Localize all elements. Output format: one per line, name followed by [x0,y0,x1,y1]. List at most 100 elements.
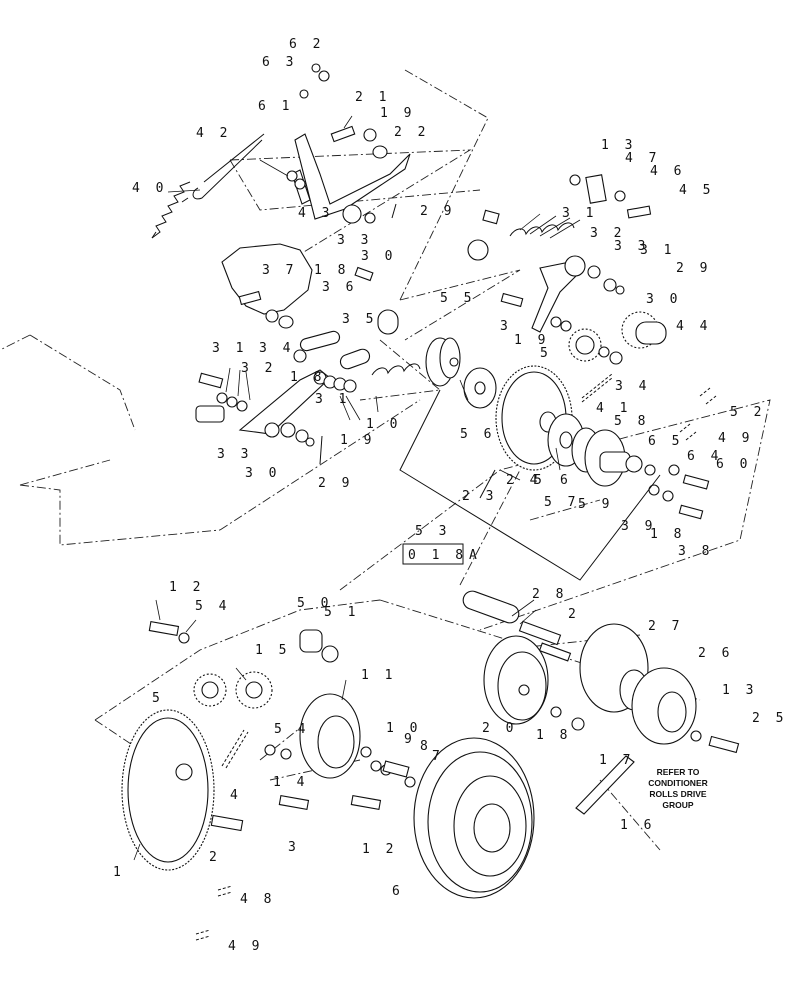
label-11: 1 1 [361,668,396,683]
label-52: 5 2 [730,405,765,420]
shield-guard [221,243,374,329]
label-37: 3 7 [262,263,297,278]
label-42: 4 2 [196,126,231,141]
label-26: 2 6 [698,646,733,661]
bolt-25-washer-13 [690,730,740,754]
label-41: 4 1 [596,401,631,416]
label-19-left: 1 9 [340,433,375,448]
shaft-28-key-2 [462,590,572,662]
label-15: 1 5 [255,643,290,658]
label-31-left: 3 1 [212,341,247,356]
label-35: 3 5 [342,312,377,327]
small-sprockets-15-5 [193,671,273,709]
note-line-1: REFER TO [657,767,700,777]
label-6-center: 6 [560,473,572,488]
label-19: 1 9 [380,106,415,121]
label-62: 6 2 [289,37,324,52]
label-10-top: 1 0 [366,417,401,432]
label-12-left: 1 2 [169,580,204,595]
hub-26 [631,667,697,745]
label-32-right: 3 2 [590,226,625,241]
pulley-20 [483,635,549,725]
chain-links-48-49 [195,885,233,941]
label-31-right: 3 1 [640,243,675,258]
label-29-right: 2 9 [676,261,711,276]
label-34-left: 3 4 [259,341,294,356]
hub-11 [299,693,416,788]
label-33-right: 3 3 [614,239,649,254]
label-59: 5 9 [578,497,613,512]
label-16: 1 6 [620,818,655,833]
leader-lines [133,115,581,861]
label-32-left: 3 2 [241,361,276,376]
label-5-center: 5 [534,473,546,488]
label-24: 2 4 [506,473,541,488]
label-31-mid: 3 1 [315,392,350,407]
label-8: 8 [420,739,432,754]
large-sprocket-1 [121,709,215,871]
pulley-55 [425,337,461,387]
label-60: 6 0 [716,457,751,472]
label-9: 9 [404,732,416,747]
label-36: 3 6 [322,280,357,295]
label-43: 4 3 [298,206,333,221]
label-49-bottom: 4 9 [228,939,263,954]
note-line-4: GROUP [662,800,694,810]
label-18-right: 1 8 [650,527,685,542]
label-2-bottom: 2 [209,850,221,865]
washer-56 [463,367,497,409]
label-61: 6 1 [258,99,293,114]
label-54-left: 5 4 [195,599,230,614]
label-6-bottom: 6 [392,884,404,899]
label-39: 3 9 [621,519,656,534]
label-7: 7 [432,749,444,764]
label-29-left: 2 9 [318,476,353,491]
bolts-3-12-12 [148,620,382,832]
label-13-top: 1 3 [601,138,636,153]
label-56: 5 6 [460,427,495,442]
nuts-62-63 [299,63,330,99]
label-33-left: 3 3 [217,447,252,462]
label-14: 1 4 [273,775,308,790]
label-54-mid: 5 4 [274,722,309,737]
label-5-mid: 5 [540,346,552,361]
spring-bundle-31 [467,174,652,261]
label-17: 1 7 [599,753,634,768]
label-50: 5 0 [297,596,332,611]
label-18-bottom: 1 8 [536,728,571,743]
label-2-right: 2 [568,607,580,622]
label-A: A [469,548,481,563]
key-16 [575,755,635,815]
note-line-2: CONDITIONER [648,778,708,788]
label-31-top: 3 1 [562,206,597,221]
label-25: 2 5 [752,711,787,726]
sprockets-44-5 [568,311,667,403]
label-51: 5 1 [324,605,359,620]
right-arm-32 [500,255,625,333]
bolt-21-washers [286,125,397,224]
label-33-top: 3 3 [337,233,372,248]
label-58: 5 8 [614,414,649,429]
label-40: 4 0 [132,181,167,196]
label-63: 6 3 [262,55,297,70]
left-idler-arm [195,309,421,465]
kit-bracket-53 [399,389,661,581]
right-small-parts [648,387,717,520]
label-57: 5 7 [544,495,579,510]
drive-pulley-6 [413,737,535,899]
label-20: 2 0 [482,721,517,736]
label-30-left: 3 0 [245,466,280,481]
code-box-018 [402,543,464,565]
label-5-left: 5 [152,691,164,706]
callout-labels: 6 2 6 3 6 1 2 1 1 9 2 2 4 2 4 0 4 3 2 9 … [113,37,787,954]
label-30-right: 3 0 [646,292,681,307]
label-23: 2 3 [462,489,497,504]
label-21: 2 1 [355,90,390,105]
label-018: 0 1 8 [408,548,467,563]
label-48: 4 8 [240,892,275,907]
label-18-top: 1 8 [314,263,349,278]
label-44: 4 4 [676,319,711,334]
label-19-mid: 1 9 [514,333,549,348]
